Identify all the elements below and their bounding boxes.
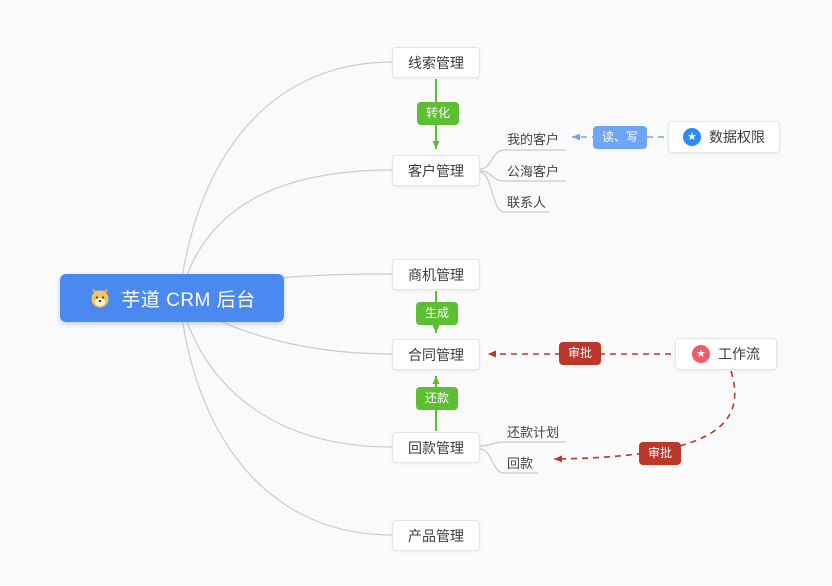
node-lead-management: 线索管理 [392, 47, 480, 78]
leaf-repayment-plan: 还款计划 [507, 425, 560, 440]
node-customer-management: 客户管理 [392, 155, 480, 186]
leaf-my-customers: 我的客户 [507, 132, 560, 147]
node-contract-management: 合同管理 [392, 339, 480, 370]
badge-approve-contract: 审批 [559, 342, 602, 365]
edge-root-receivable [181, 305, 393, 448]
node-data-permission: ★ 数据权限 [668, 121, 780, 153]
badge-read-write: 读、写 [593, 126, 648, 149]
badge-convert: 转化 [417, 102, 460, 125]
star-glyph: ★ [696, 348, 706, 360]
edge-root-lead [179, 61, 393, 294]
dog-logo-icon [88, 286, 112, 310]
root-node: 芋道 CRM 后台 [60, 274, 284, 322]
arrow-approve-receivable [553, 370, 736, 463]
node-business-opportunity-management: 商机管理 [392, 259, 480, 290]
edge-root-customer [181, 169, 393, 291]
leaf-contacts: 联系人 [507, 195, 547, 210]
workflow-label: 工作流 [718, 346, 760, 362]
node-product-management: 产品管理 [392, 520, 480, 551]
root-node-label: 芋道 CRM 后台 [121, 289, 256, 311]
edge-customer-my-customer [479, 149, 566, 170]
edge-receivable-repayment-plan [479, 441, 566, 447]
data-permission-label: 数据权限 [709, 129, 765, 145]
leaf-public-sea-customers: 公海客户 [507, 164, 560, 179]
star-icon: ★ [692, 345, 710, 363]
edge-customer-public-sea [479, 170, 566, 182]
edge-root-product [179, 302, 393, 536]
leaf-receivable: 回款 [507, 456, 534, 471]
badge-repay: 还款 [416, 387, 459, 410]
badge-generate: 生成 [416, 302, 459, 325]
badge-approve-receivable: 审批 [639, 442, 682, 465]
edge-customer-contact [479, 171, 550, 213]
star-glyph: ★ [687, 131, 697, 143]
edge-receivable-payment [479, 448, 538, 474]
star-icon: ★ [683, 128, 701, 146]
node-receivable-management: 回款管理 [392, 432, 480, 463]
node-workflow: ★ 工作流 [675, 338, 777, 370]
